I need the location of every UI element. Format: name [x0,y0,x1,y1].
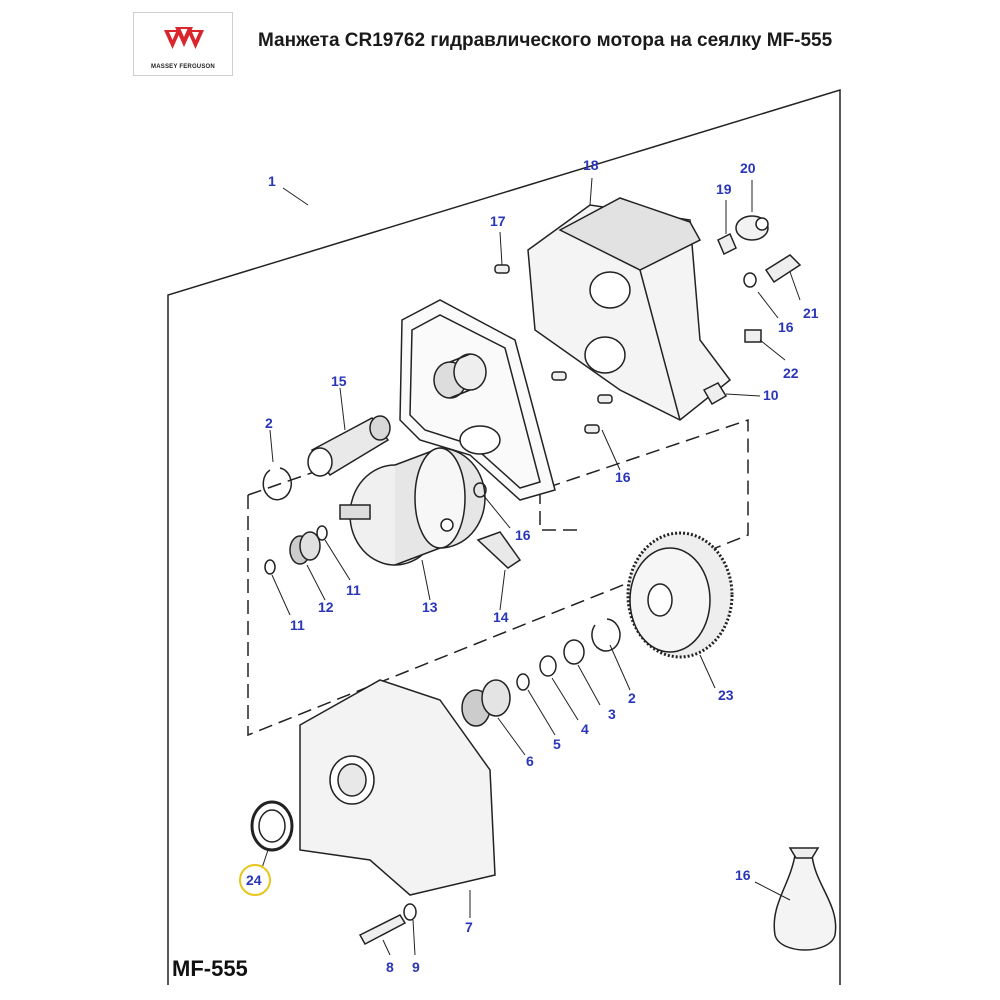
callout-label: 18 [583,157,599,173]
dashed-group-boundary [247,418,749,737]
brand-text: MASSEY FERGUSON [151,64,215,70]
callout-label: 4 [581,721,589,737]
callout-label: 2 [265,415,273,431]
page-title: Манжета CR19762 гидравлического мотора н… [258,30,833,51]
rear-housing-18 [527,197,732,421]
brand-logo: MASSEY FERGUSON [133,12,233,76]
dowel-pin-16a [551,371,567,381]
callout-label: 10 [763,387,779,403]
callout-label: 6 [526,753,534,769]
model-label: MF-555 [172,956,248,981]
washer-4 [539,655,557,677]
dowel-pin-17 [494,264,510,274]
snap-ring-right [591,618,621,652]
callout-label: 11 [290,617,305,633]
o-ring-16-motor [473,482,487,498]
callout-label: 12 [318,599,334,615]
pinion-gear-12 [289,531,321,565]
nut-10 [702,382,728,406]
callout-label: 19 [716,181,732,197]
highlight-ring-24 [239,864,271,896]
gasket-plate [399,299,556,501]
dowel-pin-16b [597,394,613,404]
bolt-8 [358,914,407,946]
shaft-seal-24 [250,800,294,852]
bolt-21 [764,254,802,284]
callout-label: 8 [386,959,394,975]
spur-gear-23 [626,531,734,659]
circlip-5 [516,673,530,691]
callout-label: 15 [331,373,347,389]
sleeve-15 [307,415,391,477]
callout-label: 3 [608,706,616,722]
callout-label: 21 [803,305,819,321]
fitting-14 [476,531,522,569]
callout-label: 7 [465,919,473,935]
callout-label: 14 [493,609,509,625]
circlip-11-left [264,559,276,575]
callout-label: 23 [718,687,734,703]
triple-triangle-logo-icon [164,27,204,49]
nut-19 [717,232,737,256]
spacer-3 [563,639,585,665]
dowel-pin-16c [584,424,600,434]
hydraulic-motor-13 [339,447,486,566]
plug-22 [744,329,762,343]
callout-label: 9 [412,959,420,975]
callout-label: 17 [490,213,506,229]
front-cover-7 [299,679,496,896]
callout-label: 16 [615,469,631,485]
washer-9 [403,903,417,921]
callout-label: 20 [740,160,756,176]
callout-label: 11 [346,582,361,598]
callout-label: 16 [778,319,794,335]
washer-16-top [743,272,757,288]
callout-label: 1 [268,173,276,189]
callout-label: 24 [246,872,262,888]
cap-20 [735,215,769,241]
frame-outline [167,88,841,985]
callout-label: 2 [628,690,636,706]
callout-label: 13 [422,599,438,615]
roller-bearing-6 [461,679,511,727]
snap-ring-left [262,467,292,501]
callout-label: 16 [735,867,751,883]
circlip-11-right [316,525,328,541]
callout-label: 5 [553,736,561,752]
callout-label: 22 [783,365,799,381]
hardware-bag-16 [773,847,837,951]
roller-bearing-upper [433,353,487,399]
callout-label: 16 [515,527,531,543]
